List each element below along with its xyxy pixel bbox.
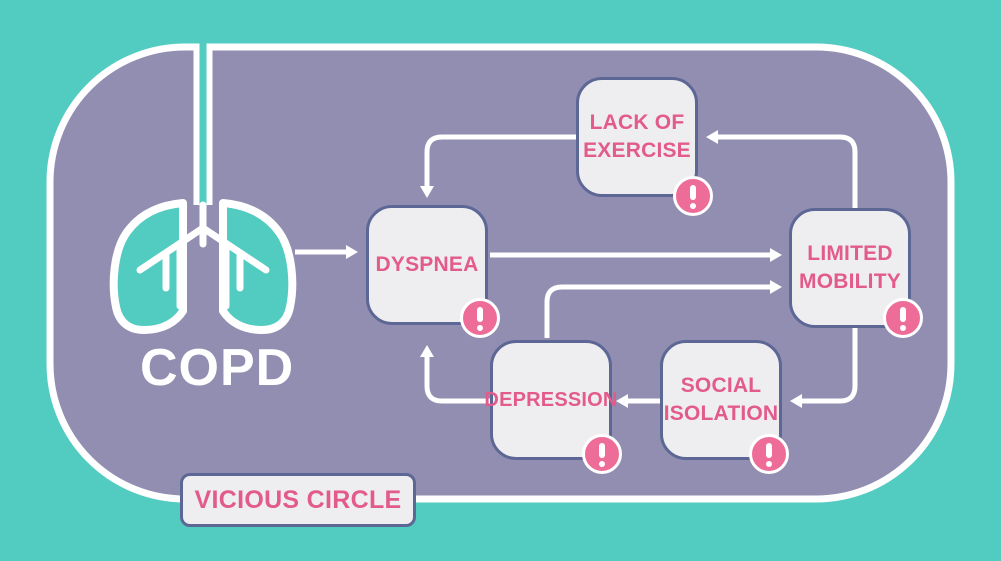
exclamation-icon [673, 176, 713, 216]
exclamation-icon [749, 434, 789, 474]
node-limited-mobility: LIMITED MOBILITY [789, 208, 911, 328]
arrow-depression-to-dyspnea [420, 345, 490, 404]
exclamation-icon [883, 298, 923, 338]
node-lack-of-exercise: LACK OF EXERCISE [576, 77, 698, 197]
arrow-limited-mobility-to-social-isolation [790, 328, 858, 408]
node-dyspnea-label: DYSPNEA [375, 253, 479, 276]
node-lack-of-exercise-label: LACK OF EXERCISE [583, 111, 691, 162]
node-depression-label: DEPRESSION [484, 389, 618, 411]
arrow-limited-mobility-to-lack-of-exercise [706, 130, 858, 208]
exclamation-icon [582, 434, 622, 474]
arrow-depression-to-limited-mobility [544, 280, 782, 338]
node-limited-mobility-label: LIMITED MOBILITY [799, 242, 901, 293]
copd-title: COPD [140, 339, 295, 397]
node-social-isolation-label: SOCIAL ISOLATION [663, 374, 779, 425]
exclamation-icon [460, 298, 500, 338]
lungs-icon [109, 199, 297, 334]
vicious-circle-label: VICIOUS CIRCLE [180, 473, 416, 527]
arrow-lack-of-exercise-to-dyspnea [420, 134, 578, 198]
